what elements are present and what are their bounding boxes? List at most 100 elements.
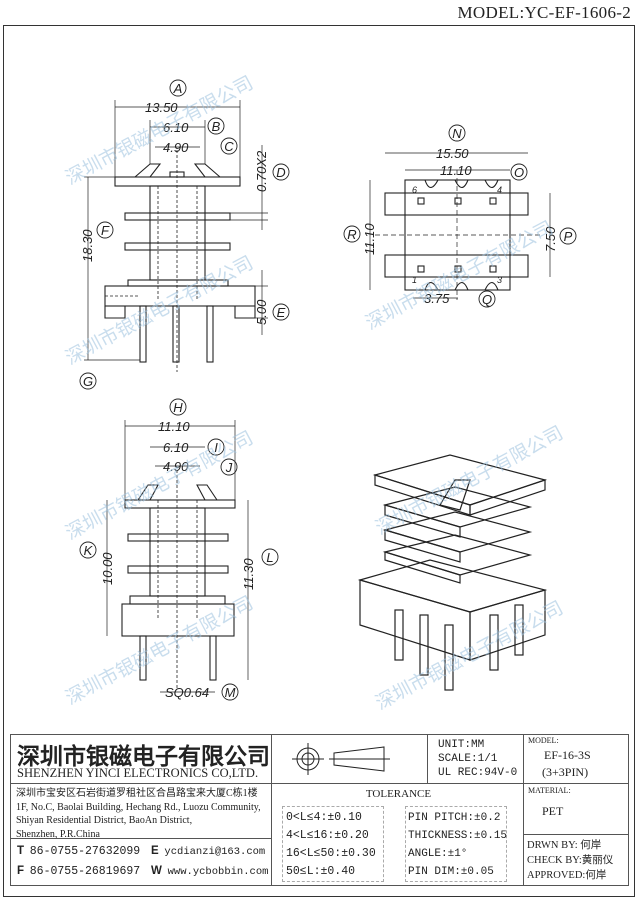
fax-key: F [17, 865, 25, 877]
company-cell: 深圳市银磁电子有限公司 SHENZHEN YINCI ELECTRONICS C… [10, 734, 272, 784]
label-K: K [84, 543, 94, 558]
label-N: N [452, 126, 462, 141]
watermark: 深圳市银磁电子有限公司 [62, 427, 257, 545]
watermark: 深圳市银磁电子有限公司 [62, 252, 257, 370]
label-F: F [101, 223, 110, 238]
tolerance-title: TOLERANCE [365, 788, 432, 800]
phone-number: 86-0755-27632099 [29, 845, 141, 858]
email-link[interactable]: ycdianzi@163.com [164, 846, 266, 858]
label-D: D [276, 165, 285, 180]
drawn-by: DRWN BY: 何岸 [527, 840, 602, 851]
web-key: W [151, 865, 162, 877]
company-name-en: SHENZHEN YINCI ELECTRONICS CO,LTD. [17, 766, 259, 780]
model-label: MODEL: [528, 736, 559, 745]
model-pins: (3+3PIN) [542, 765, 589, 779]
address-cell: 深圳市宝安区石岩街道罗租社区合昌路宝来大厦C栋1楼 1F, No.C, Baol… [10, 783, 272, 841]
label-P: P [564, 229, 573, 244]
dim-B: 6.10 [163, 120, 189, 135]
dim-D: 0.70X2 [254, 150, 269, 192]
address-line: 1F, No.C, Baolai Building, Hechang Rd., … [16, 801, 261, 813]
label-B: B [212, 119, 221, 134]
dim-R: 11.10 [362, 223, 377, 255]
model-value: EF-16-3S [544, 748, 591, 762]
dim-I: 6.10 [163, 440, 189, 455]
dim-E: 5.00 [254, 299, 269, 325]
address-line: 深圳市宝安区石岩街道罗租社区合昌路宝来大厦C栋1楼 [16, 788, 258, 799]
technical-drawing: 13.50 6.10 4.90 0.70X2 18.30 5.00 15.50 … [62, 72, 577, 715]
label-G: G [83, 374, 93, 389]
label-I: I [214, 440, 218, 455]
label-J: J [225, 460, 233, 475]
material-cell: MATERIAL: PET [523, 783, 629, 835]
website-link[interactable]: www.ycbobbin.com [167, 866, 269, 878]
tolerance-left-box [282, 806, 384, 882]
dim-K: 10.00 [100, 552, 115, 585]
tolerance-right-box [405, 806, 507, 882]
approved-by: APPROVED:何岸 [527, 870, 607, 881]
top-view [369, 152, 551, 300]
address-line: Shiyan Residential District, BaoAn Distr… [16, 815, 193, 826]
dim-Q: 3.75 [424, 291, 450, 306]
approval-cell: DRWN BY: 何岸 CHECK BY:黄丽仪 APPROVED:何岸 [523, 834, 629, 886]
watermarks: 深圳市银磁电子有限公司 深圳市银磁电子有限公司 深圳市银磁电子有限公司 深圳市银… [62, 72, 567, 715]
tolerance-cell: TOLERANCE 0<L≤4:±0.10 4<L≤16:±0.20 16<L≤50… [271, 783, 524, 886]
label-R: R [347, 227, 356, 242]
dim-N: 15.50 [436, 146, 469, 161]
label-M: M [225, 685, 236, 700]
watermark: 深圳市银磁电子有限公司 [372, 422, 567, 540]
phone-key: T [17, 845, 25, 857]
label-E: E [277, 305, 286, 320]
label-O: O [514, 165, 524, 180]
dim-C: 4.90 [163, 140, 189, 155]
unit: UNIT:MM [438, 739, 485, 751]
email-key: E [151, 845, 159, 857]
label-Q: Q [482, 292, 492, 307]
fax-number: 86-0755-26819697 [29, 865, 141, 878]
tolerance-item: THICKNESS:±0.15 [408, 830, 508, 842]
contacts-cell: T 86-0755-27632099 E ycdianzi@163.com F … [10, 838, 272, 886]
tolerance-item: ANGLE:±1° [408, 848, 468, 860]
ul-rating: UL REC:94V-0 [438, 767, 518, 779]
isometric-view [357, 454, 548, 691]
reference-labels: A B C D F E G N O R P Q H I J K L M [79, 79, 577, 701]
tolerance-item: PIN DIM:±0.05 [408, 866, 494, 878]
label-C: C [224, 139, 234, 154]
dim-P: 7.50 [543, 226, 558, 252]
material-label: MATERIAL: [528, 786, 571, 795]
pin-6-label: 6 [412, 185, 417, 195]
pin-3-label: 3 [497, 275, 502, 285]
dim-H: 11.10 [158, 419, 190, 434]
third-angle-projection-icon [292, 743, 390, 775]
tolerance-item: 4<L≤16:±0.20 [286, 829, 369, 842]
watermark: 深圳市银磁电子有限公司 [62, 72, 257, 190]
side-view [106, 420, 249, 693]
model-title: MODEL:YC-EF-1606-2 [457, 3, 631, 22]
tolerance-item: PIN PITCH:±0.2 [408, 812, 501, 824]
dim-L: 11.30 [241, 558, 256, 590]
pin-1-label: 1 [412, 275, 417, 285]
scale: SCALE:1/1 [438, 753, 498, 765]
pin-4-label: 4 [497, 185, 502, 195]
material-value: PET [542, 804, 564, 818]
dim-F: 18.30 [80, 229, 95, 262]
checked-by: CHECK BY:黄丽仪 [527, 855, 614, 866]
tolerance-item: 16<L≤50:±0.30 [286, 847, 376, 860]
address-line: Shenzhen, P.R.China [16, 828, 100, 840]
company-name-cn: 深圳市银磁电子有限公司 [17, 743, 270, 770]
tolerance-item: 0<L≤4:±0.10 [286, 811, 362, 824]
dim-J: 4.90 [163, 459, 189, 474]
tolerance-item: 50≤L:±0.40 [286, 865, 356, 878]
dim-M: SQ0.64 [165, 685, 209, 700]
label-L: L [266, 550, 273, 565]
projection-symbol-cell [271, 734, 428, 784]
front-view [84, 100, 268, 372]
label-H: H [173, 400, 183, 415]
unit-cell: UNIT:MM SCALE:1/1 UL REC:94V-0 [427, 734, 524, 784]
dim-O: 11.10 [440, 163, 472, 178]
model-cell: MODEL: EF-16-3S (3+3PIN) [523, 734, 629, 784]
drawing-frame [3, 25, 635, 897]
tolerance-length-list: 0<L≤4:±0.10 4<L≤16:±0.20 16<L≤50:±0.30 50≤L… [286, 809, 376, 881]
address: 深圳市宝安区石岩街道罗租社区合昌路宝来大厦C栋1楼 1F, No.C, Baol… [16, 787, 261, 841]
label-A: A [173, 81, 183, 96]
